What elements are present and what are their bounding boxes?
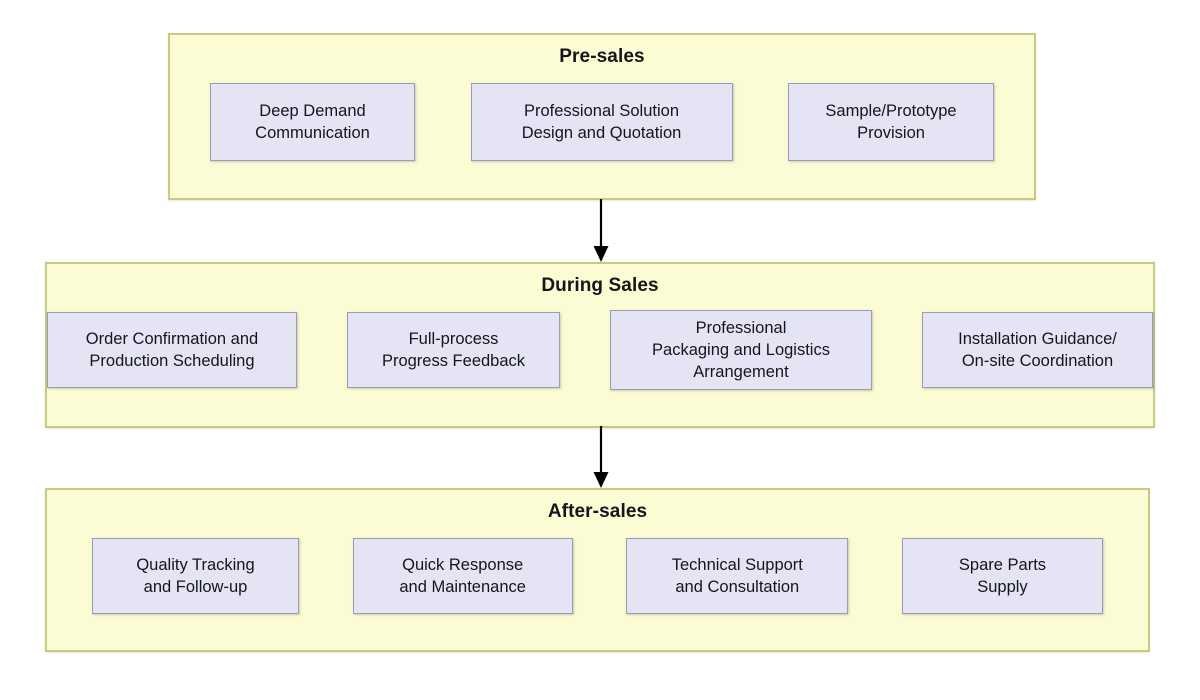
- process-node-sample-prototype-provision[interactable]: Sample/Prototype Provision: [788, 83, 994, 161]
- process-node-professional-solution-design-and-quotation[interactable]: Professional Solution Design and Quotati…: [470, 83, 733, 161]
- arrow-down-icon: [593, 426, 609, 488]
- stage-band-during-sales: During Sales Order Confirmation and Prod…: [45, 262, 1155, 428]
- connector-arrow-during-sales-to-after-sales: [588, 426, 614, 489]
- stage-band-pre-sales: Pre-sales Deep Demand Communication Prof…: [168, 33, 1036, 200]
- process-node-quick-response-and-maintenance[interactable]: Quick Response and Maintenance: [352, 538, 573, 614]
- connector-arrow-pre-sales-to-during-sales: [588, 199, 614, 263]
- stage-band-after-sales: After-sales Quality Tracking and Follow-…: [45, 488, 1150, 652]
- stage-title-pre-sales: Pre-sales: [559, 46, 645, 67]
- stage-title-during-sales: During Sales: [541, 275, 659, 296]
- process-node-technical-support-and-consultation[interactable]: Technical Support and Consultation: [626, 538, 849, 614]
- stage-node-row-after-sales: Quality Tracking and Follow-up Quick Res…: [47, 538, 1148, 614]
- process-node-professional-packaging-and-logistics-arrangement[interactable]: Professional Packaging and Logistics Arr…: [610, 310, 872, 390]
- process-node-deep-demand-communication[interactable]: Deep Demand Communication: [210, 83, 415, 161]
- process-node-spare-parts-supply[interactable]: Spare Parts Supply: [901, 538, 1103, 614]
- arrow-down-icon: [593, 199, 609, 262]
- process-node-installation-guidance-on-site-coordination[interactable]: Installation Guidance/ On-site Coordinat…: [922, 312, 1153, 388]
- process-node-order-confirmation-and-production-scheduling[interactable]: Order Confirmation and Production Schedu…: [47, 312, 297, 388]
- stage-node-row-during-sales: Order Confirmation and Production Schedu…: [47, 310, 1153, 390]
- stage-node-row-pre-sales: Deep Demand Communication Professional S…: [170, 83, 1034, 161]
- stage-title-after-sales: After-sales: [547, 501, 648, 522]
- process-node-full-process-progress-feedback[interactable]: Full-process Progress Feedback: [347, 312, 560, 388]
- process-node-quality-tracking-and-follow-up[interactable]: Quality Tracking and Follow-up: [92, 538, 299, 614]
